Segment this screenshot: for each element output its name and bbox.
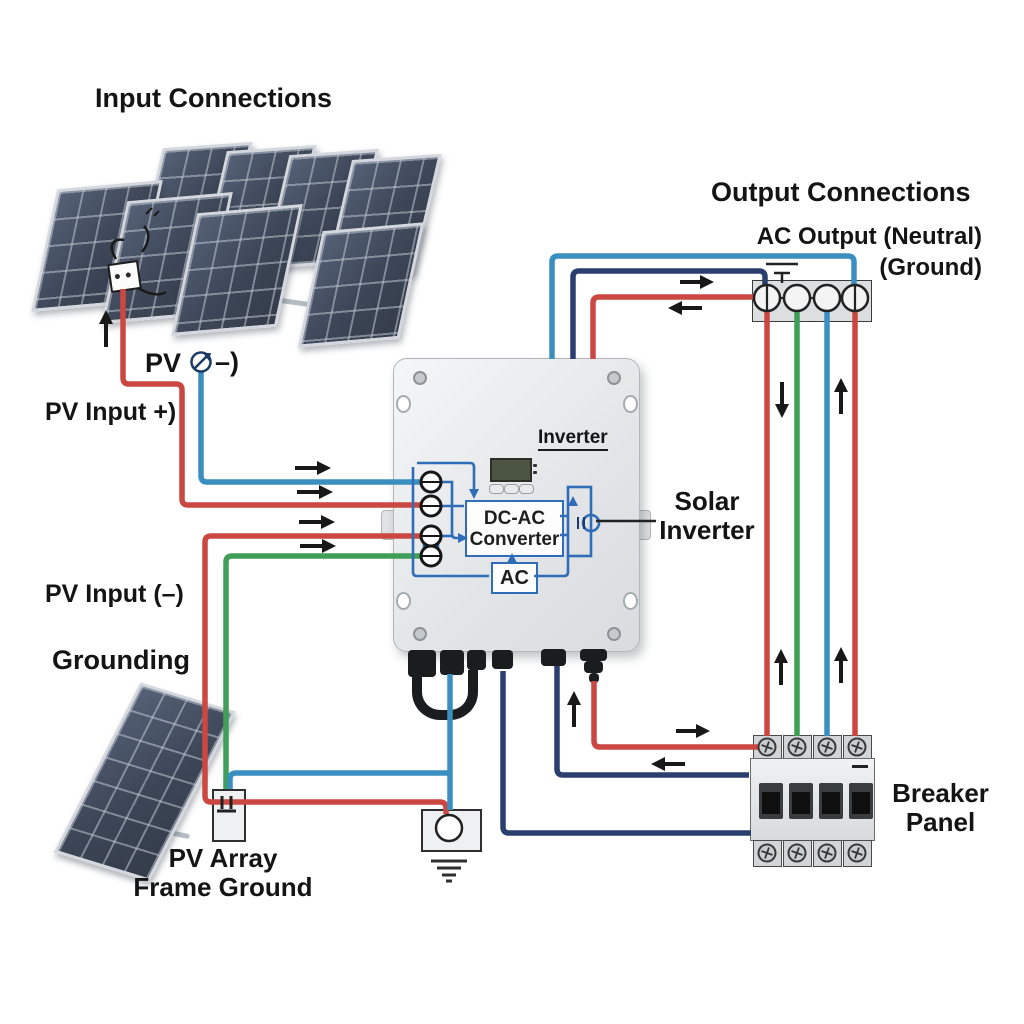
dc-ac-converter-block: DC-AC Converter	[465, 500, 564, 557]
left-arrow	[651, 757, 685, 771]
cable-gland	[492, 650, 513, 669]
solar-text: Solar	[674, 486, 740, 516]
breaker-body	[750, 758, 875, 841]
ac-output-ground-text: (Ground)	[879, 254, 982, 281]
inverter-mount-hole	[396, 592, 411, 610]
breaker-terminal-block	[753, 840, 782, 867]
inverter-bottom-wires	[500, 666, 759, 836]
left-arrow	[668, 301, 702, 315]
cable-gland	[589, 673, 599, 683]
pv-array-frame-ground-label: PV Array Frame Ground	[118, 844, 328, 902]
inverter-button[interactable]	[489, 484, 504, 494]
right-arrow	[295, 461, 331, 475]
cable-gland	[580, 649, 607, 661]
breaker-terminal-block	[843, 840, 872, 867]
cable-gland	[584, 661, 603, 673]
up-arrow	[834, 378, 848, 414]
solar-inverter-label: Solar Inverter	[652, 487, 762, 545]
breaker-marking	[852, 765, 868, 768]
breaker-terminal-block	[843, 735, 872, 760]
lcd-indicator-led	[533, 471, 537, 474]
breaker-switch[interactable]	[789, 783, 813, 819]
inverter-corner-screw	[413, 371, 427, 385]
pv-input-negative-label: PV Input (–)	[45, 580, 184, 608]
breaker-terminal-block	[783, 840, 812, 867]
ac-output-label: AC Output (Neutral) (Ground)	[752, 221, 982, 283]
ground-electrode-box	[421, 809, 482, 852]
up-arrow	[774, 649, 788, 685]
junction-terminal-dot	[114, 273, 121, 280]
inverter-text: Inverter	[659, 515, 755, 545]
pv-frame-ground-box	[212, 789, 246, 842]
ac-output-terminal-strip	[752, 280, 872, 322]
breaker-text: Breaker	[892, 778, 989, 808]
pv-junction-box	[107, 259, 142, 294]
ac-output-neutral-text: AC Output (Neutral)	[756, 223, 982, 250]
converter-label-line2: Converter	[469, 528, 560, 550]
inverter-lcd-display	[490, 458, 532, 482]
down-arrow	[775, 382, 789, 418]
lcd-indicator-led	[533, 464, 537, 467]
pv-label-suffix: –)	[215, 347, 240, 377]
inverter-mount-hole	[623, 395, 638, 413]
up-arrow	[834, 647, 848, 683]
frame-ground-text: Frame Ground	[133, 872, 313, 902]
breaker-terminal-block	[753, 735, 782, 760]
breaker-panel-label: Breaker Panel	[888, 779, 993, 837]
strip-to-breaker-wires	[764, 311, 858, 736]
inverter-mount-hole	[396, 395, 411, 413]
cable-loop	[412, 670, 478, 720]
pv-negative-wire	[198, 372, 423, 485]
junction-terminal-dot	[125, 272, 132, 278]
breaker-switch[interactable]	[759, 783, 783, 819]
ac-block-label: AC	[500, 566, 529, 589]
breaker-switch[interactable]	[849, 783, 873, 819]
right-arrow	[297, 485, 333, 499]
inverter-button[interactable]	[504, 484, 519, 494]
ac-block: AC	[491, 562, 538, 594]
panel-text: Panel	[905, 807, 976, 837]
pv-connector-icon	[190, 351, 212, 373]
pv-array-text: PV Array	[168, 843, 278, 873]
pv-input-positive-label: PV Input +)	[45, 398, 177, 426]
cable-gland	[541, 649, 566, 666]
inverter-label-text: Inverter	[538, 427, 608, 451]
output-connections-heading: Output Connections	[711, 177, 971, 207]
breaker-terminal-block	[813, 735, 842, 760]
right-arrow	[676, 724, 710, 738]
inverter-corner-screw	[607, 371, 621, 385]
inverter-label: Inverter	[538, 427, 608, 451]
inverter-mount-hole	[623, 592, 638, 610]
breaker-switch[interactable]	[819, 783, 843, 819]
pv-label-prefix: PV	[145, 348, 182, 378]
right-arrow	[299, 515, 335, 529]
up-arrow	[567, 691, 581, 727]
breaker-terminal-block	[813, 840, 842, 867]
grounding-label: Grounding	[52, 645, 190, 675]
cable-gland	[467, 650, 486, 670]
inverter-button[interactable]	[519, 484, 534, 494]
inverter-corner-screw	[413, 627, 427, 641]
inverter-corner-screw	[607, 627, 621, 641]
converter-label-line1: DC-AC	[483, 507, 546, 529]
breaker-terminal-block	[783, 735, 812, 760]
input-connections-heading: Input Connections	[95, 83, 332, 113]
ac-ground-wire-top	[570, 268, 768, 359]
right-arrow	[680, 275, 714, 289]
ac-line-wire-top	[590, 294, 755, 359]
right-arrow	[300, 539, 336, 553]
